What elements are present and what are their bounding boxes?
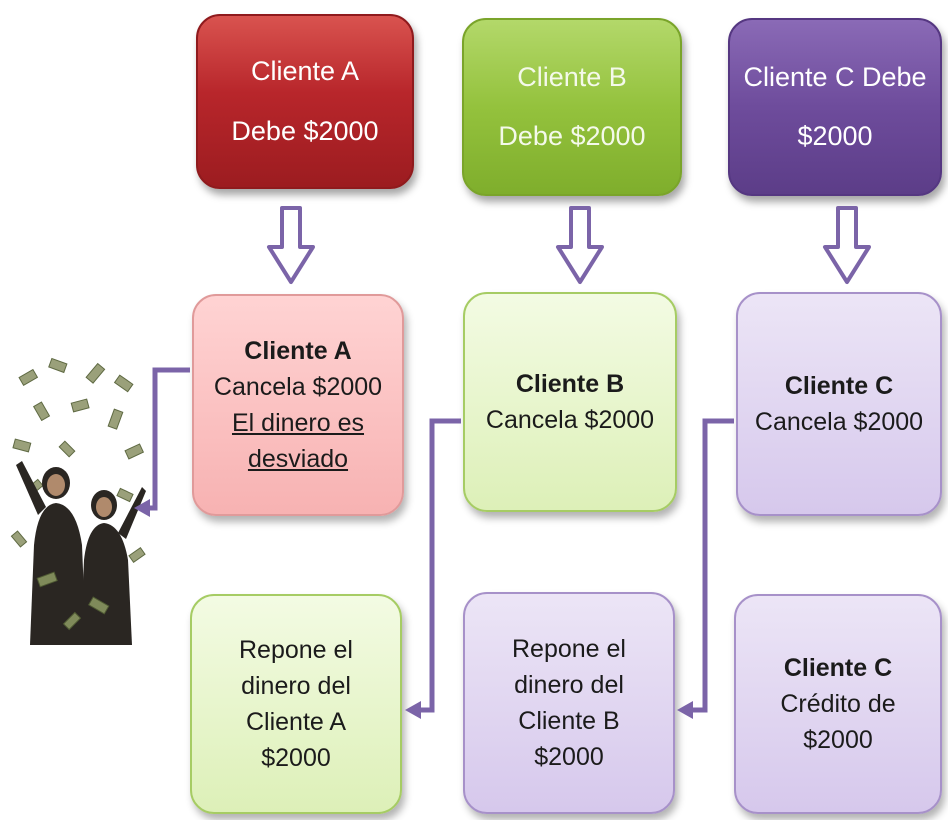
- header-box-cliente-b: Cliente B Debe $2000: [462, 18, 682, 196]
- connector-c-to-bottom-b: [690, 418, 734, 713]
- header-box-cliente-a: Cliente A Debe $2000: [196, 14, 414, 189]
- bottom-b-line3: Cliente B: [518, 707, 620, 735]
- middle-a-line2: Cancela $2000: [213, 372, 383, 401]
- bottom-c-line2: Crédito de: [780, 689, 896, 718]
- header-b-line2: Debe $2000: [498, 121, 646, 151]
- bottom-a-line4: $2000: [261, 744, 331, 773]
- middle-a-line3: El dinero es: [231, 409, 365, 437]
- money-photo-icon: [8, 355, 148, 645]
- header-c-line1: Cliente C Debe: [743, 61, 927, 92]
- arrowhead-to-bottom-b: [677, 701, 693, 719]
- header-a-line2: Debe $2000: [231, 115, 379, 146]
- bottom-a-line3: Cliente A: [245, 708, 347, 736]
- arrowhead-to-bottom-a: [405, 701, 421, 719]
- connector-a-to-photo: [147, 367, 190, 511]
- down-arrow-c: [823, 206, 871, 284]
- middle-box-cliente-b: Cliente B Cancela $2000: [463, 292, 677, 512]
- middle-a-line4: desviado: [247, 445, 349, 474]
- middle-box-cliente-a: Cliente A Cancela $2000 El dinero es des…: [192, 294, 404, 516]
- bottom-c-line1: Cliente C: [783, 653, 893, 682]
- middle-c-title: Cliente C: [784, 371, 894, 400]
- bottom-a-line1: Repone el: [239, 635, 353, 664]
- bottom-box-repone-b: Repone el dinero del Cliente B $2000: [463, 592, 675, 814]
- header-a-line1: Cliente A: [250, 56, 360, 87]
- bottom-box-repone-a: Repone el dinero del Cliente A $2000: [190, 594, 402, 814]
- bottom-a-line2: dinero del: [241, 671, 351, 700]
- middle-box-cliente-c: Cliente C Cancela $2000: [736, 292, 942, 516]
- header-box-cliente-c: Cliente C Debe $2000: [728, 18, 942, 196]
- bottom-b-line4: $2000: [534, 743, 604, 772]
- bottom-b-line1: Repone el: [512, 634, 626, 663]
- middle-b-line2: Cancela $2000: [485, 406, 655, 434]
- middle-b-title: Cliente B: [515, 369, 625, 398]
- middle-a-title: Cliente A: [244, 336, 352, 365]
- middle-c-line2: Cancela $2000: [754, 408, 924, 436]
- bottom-box-credito-c: Cliente C Crédito de $2000: [734, 594, 942, 814]
- down-arrow-b: [556, 206, 604, 284]
- down-arrow-a: [267, 206, 315, 284]
- connector-b-to-bottom-a: [418, 418, 461, 713]
- bottom-c-line3: $2000: [803, 726, 873, 755]
- bottom-b-line2: dinero del: [514, 670, 624, 699]
- header-c-line2: $2000: [797, 121, 873, 151]
- money-illustration: [10, 357, 146, 645]
- header-b-line1: Cliente B: [517, 61, 627, 92]
